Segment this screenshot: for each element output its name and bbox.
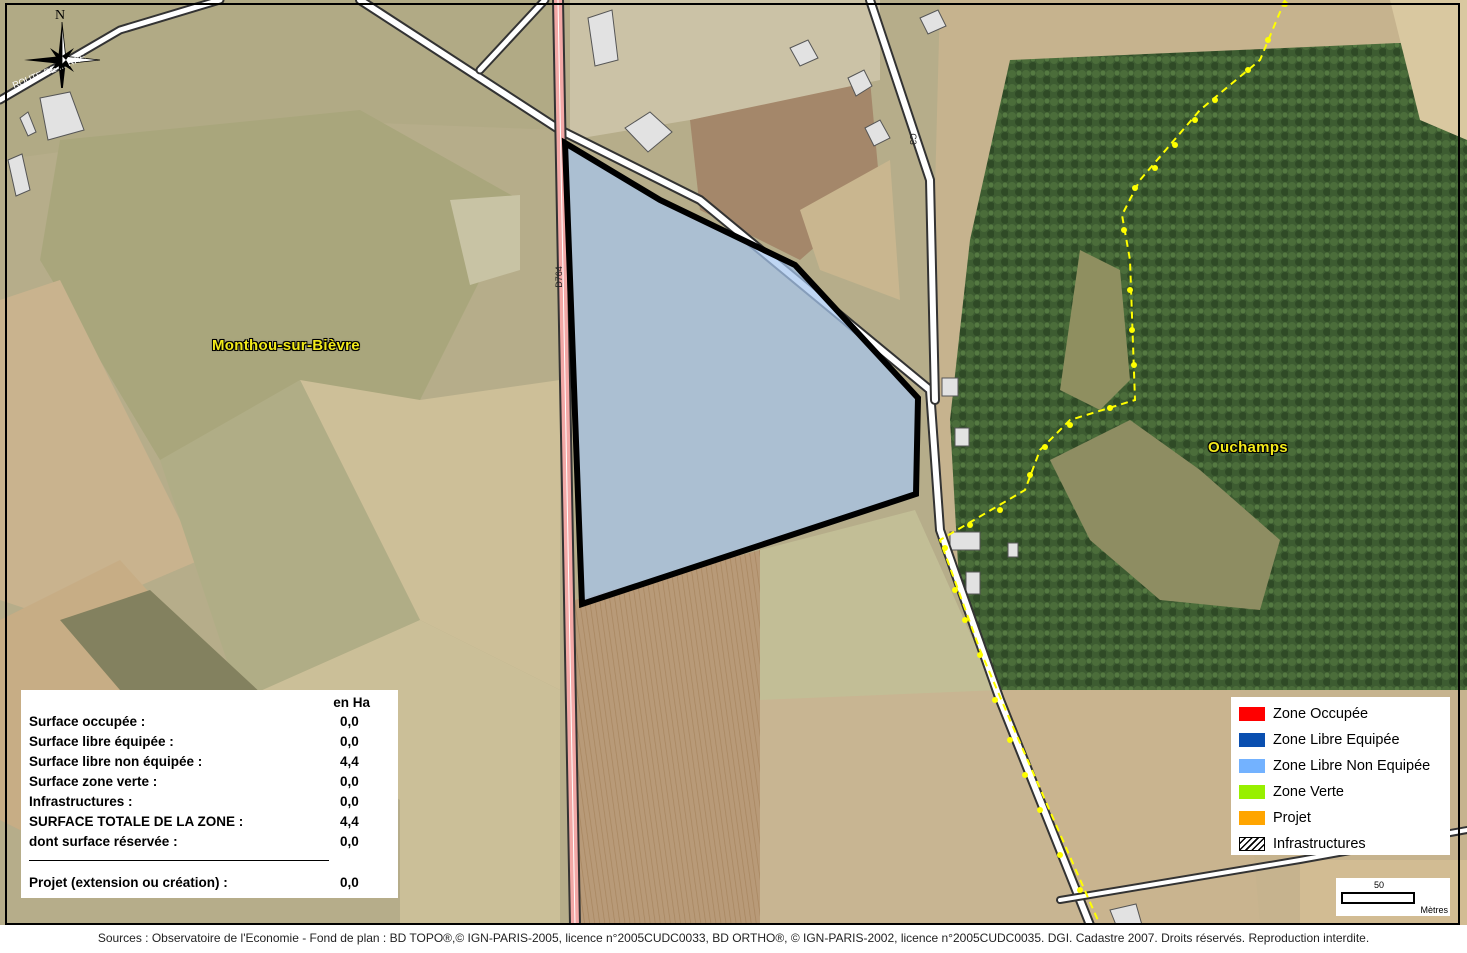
compass-rose-icon [24,21,101,88]
plowed-field [575,550,760,925]
sources-footer: Sources : Observatoire de l'Economie - F… [0,925,1467,953]
field [40,110,520,460]
meadow [1050,420,1280,610]
scale-unit: Mètres [1420,905,1448,915]
legend-swatch [1239,707,1265,721]
stats-row: Surface libre non équipée :4,4 [29,754,359,769]
legend-swatch [1239,811,1265,825]
legend-swatch [1239,837,1265,851]
farm-area [570,0,880,140]
legend-label: Projet [1273,810,1311,826]
stats-unit-header: en Ha [333,695,370,710]
legend-swatch [1239,785,1265,799]
clearing [1060,250,1130,410]
legend-label: Infrastructures [1273,836,1366,852]
field [0,280,200,620]
forest [950,40,1467,690]
place-label-monthou: Monthou-sur-Bièvre [212,337,360,354]
field [300,380,560,690]
buildings [7,9,1143,926]
study-zone-polygon[interactable] [561,137,922,609]
field [450,195,520,285]
legend-label: Zone Libre Equipée [1273,732,1400,748]
road-label-c3: C3 [907,133,918,145]
road-label-d764: D764 [553,266,564,288]
legend-item: Zone Occupée [1239,701,1450,727]
stats-row: dont surface réservée :0,0 [29,834,359,849]
north-arrow: N [22,8,102,88]
stats-row: Surface occupée :0,0 [29,714,359,729]
stats-separator [29,860,329,861]
north-letter: N [55,8,66,23]
legend-item: Zone Verte [1239,779,1450,805]
legend-label: Zone Libre Non Equipée [1273,758,1431,774]
roads [0,0,1467,931]
legend-item: Zone Libre Equipée [1239,727,1450,753]
scale-bar: 50 Mètres [1336,878,1450,916]
field [160,380,420,700]
stats-row: Infrastructures :0,0 [29,794,359,809]
stats-row: SURFACE TOTALE DE LA ZONE :4,4 [29,814,359,829]
surface-stats-panel: en Ha Surface occupée :0,0 Surface libre… [21,690,398,898]
field [1390,0,1467,140]
legend-item: Projet [1239,805,1450,831]
legend-swatch [1239,733,1265,747]
legend-swatch [1239,759,1265,773]
field [1000,690,1260,925]
stats-row: Surface libre équipée :0,0 [29,734,359,749]
legend-item: Infrastructures [1239,831,1450,857]
scale-value: 50 [1374,880,1385,890]
field [760,690,1090,925]
field [800,160,900,300]
stats-project-row: Projet (extension ou création) :0,0 [29,875,359,890]
legend-label: Zone Verte [1273,784,1344,800]
place-label-ouchamps: Ouchamps [1208,439,1288,456]
communal-limit [938,0,1288,926]
scale-bar-graphic [1341,892,1415,904]
legend-label: Zone Occupée [1273,706,1369,722]
legend-item: Zone Libre Non Equipée [1239,753,1450,779]
stats-row: Surface zone verte :0,0 [29,774,359,789]
